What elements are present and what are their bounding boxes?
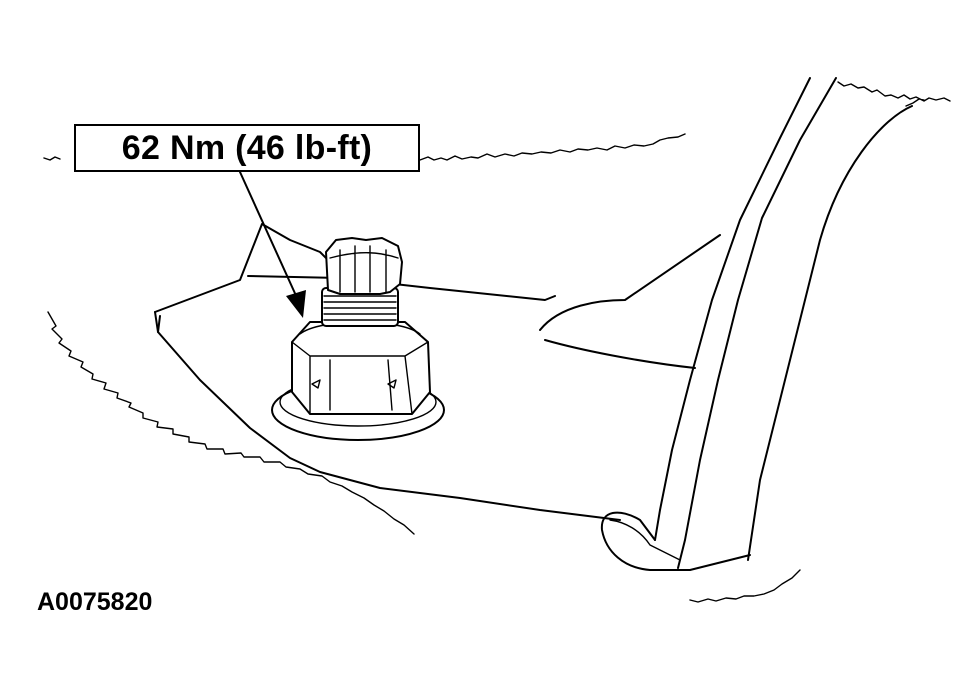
housing-right-edge xyxy=(837,81,951,107)
hex-nut-faces xyxy=(291,341,429,415)
bracket-foot-inner xyxy=(609,519,681,561)
bracket-plate-lower xyxy=(154,311,621,521)
bracket-plate xyxy=(154,223,556,313)
torque-label: 62 Nm (46 lb-ft) xyxy=(121,128,373,167)
frame-left-edge xyxy=(47,311,415,535)
torque-callout-box: 62 Nm (46 lb-ft) xyxy=(74,124,420,172)
bracket-foot xyxy=(600,511,751,571)
stud-threads xyxy=(323,295,397,321)
housing-top-edge xyxy=(43,133,686,161)
bracket-arm-inner xyxy=(677,77,837,569)
bracket-plate-fold xyxy=(539,234,721,369)
leader-arrow-icon xyxy=(286,290,306,318)
stud-torx-head xyxy=(325,237,403,295)
bracket-plate-side xyxy=(157,275,341,333)
stud-torx-flutes xyxy=(329,245,399,293)
hex-nut xyxy=(291,321,431,415)
leader-line xyxy=(239,171,299,301)
figure-id-label: A0075820 xyxy=(37,588,153,616)
frame-bottom-edge xyxy=(689,569,801,603)
bracket-arm-back xyxy=(747,105,913,561)
bracket-arm xyxy=(654,77,811,541)
